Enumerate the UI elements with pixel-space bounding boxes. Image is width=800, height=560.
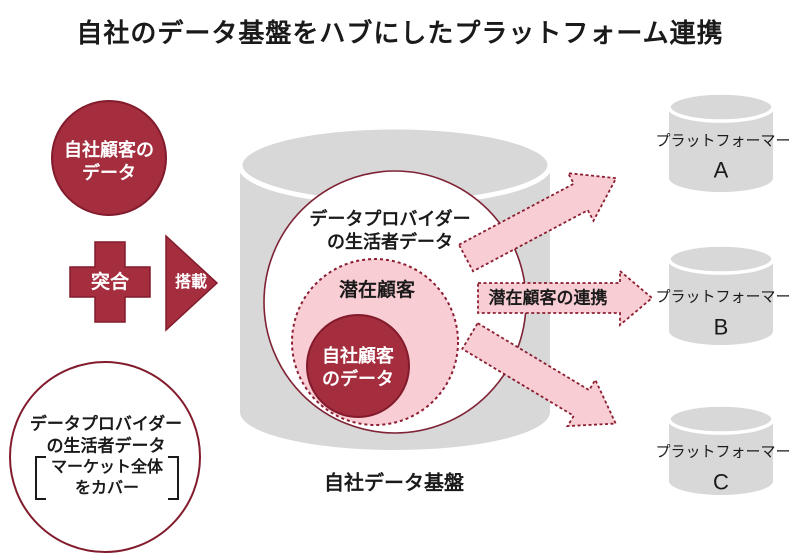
platform-c-label: プラットフォーマー	[655, 443, 791, 461]
merge-label: 突合	[90, 272, 130, 294]
arrow-to-platform-a	[457, 172, 618, 273]
load-label: 搭載	[174, 274, 208, 291]
own-customer-data-label: 自社顧客の データ	[64, 139, 154, 185]
platform-c-letter: C	[713, 469, 729, 495]
right-bracket	[168, 456, 180, 500]
platform-b-cylinder-body	[669, 259, 773, 345]
provider-coverage-line1: データプロバイダー	[29, 414, 183, 434]
platform-b-letter: B	[713, 314, 729, 340]
page-title: 自社のデータ基盤をハブにしたプラットフォーム連携	[76, 17, 724, 48]
market-coverage-line1: マーケット全体	[50, 459, 164, 476]
load-arrow-shape	[165, 234, 219, 332]
market-coverage-line2: をカバー	[74, 480, 140, 497]
hub-own-customer-line1: 自社顧客	[322, 346, 394, 366]
provider-data-label: データプロバイダー の生活者データ	[309, 208, 470, 254]
platform-a-label: プラットフォーマー	[655, 132, 791, 150]
market-coverage-text: マーケット全体 をカバー	[46, 456, 168, 500]
provider-coverage-circle	[9, 361, 201, 553]
merge-plus-shape	[69, 241, 151, 323]
own-customer-data-line1: 自社顧客の	[64, 140, 154, 160]
market-coverage-bracket: マーケット全体 をカバー	[34, 456, 180, 500]
own-customer-data-line2: データ	[82, 163, 136, 183]
hub-cylinder-label: 自社データ基盤	[324, 472, 464, 495]
hub-own-customer-circle	[306, 314, 410, 418]
platform-a-cylinder-body	[669, 107, 773, 192]
platform-c-cylinder-body	[669, 419, 773, 495]
middle-arrow-label: 潜在顧客の連携	[488, 288, 608, 308]
hub-own-customer-label: 自社顧客 のデータ	[322, 345, 394, 391]
platform-a-letter: A	[713, 157, 729, 183]
potential-customer-label: 潜在顧客	[338, 280, 416, 302]
own-customer-data-circle	[51, 100, 167, 216]
platform-b-cylinder-lid	[667, 243, 775, 275]
platform-b-label: プラットフォーマー	[655, 288, 791, 306]
left-bracket	[34, 456, 46, 500]
arrow-to-platform-b	[477, 269, 654, 327]
provider-data-line1: データプロバイダー	[309, 209, 471, 229]
provider-coverage-line2: の生活者データ	[46, 436, 166, 456]
platform-a-cylinder-lid	[667, 91, 775, 123]
provider-data-line2: の生活者データ	[327, 232, 453, 252]
hub-own-customer-line2: のデータ	[322, 369, 394, 389]
platform-c-cylinder-lid	[667, 403, 775, 435]
